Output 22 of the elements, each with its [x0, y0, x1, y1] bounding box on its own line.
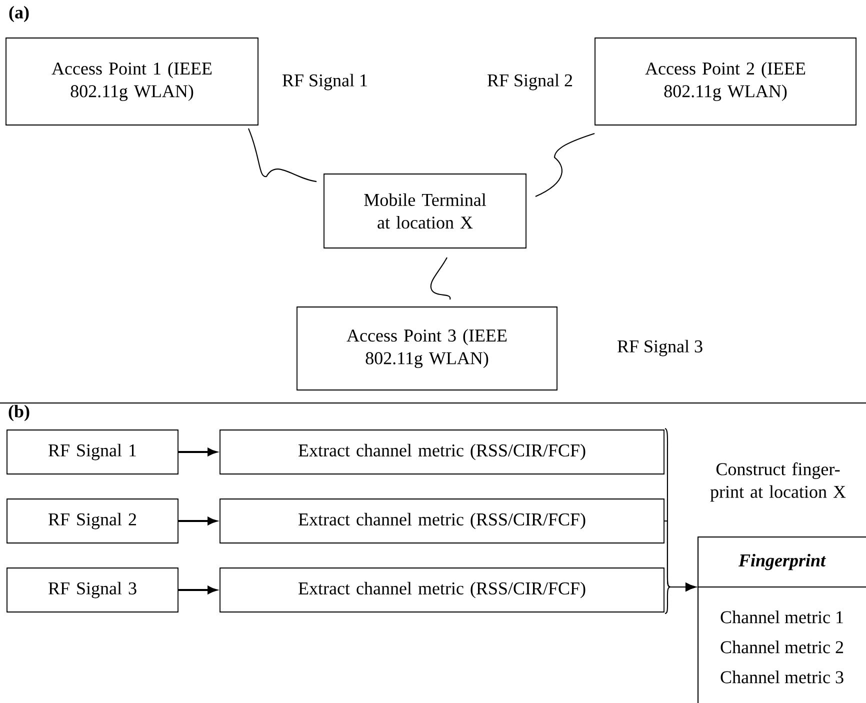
text-label: RF Signal 3: [618, 340, 702, 356]
process-box: RF Signal 2: [6, 498, 178, 544]
process-box: Extract channel metric (RSS/CIR/FCF): [220, 568, 664, 612]
process-box: Access Point 3 (IEEE 802.11g WLAN): [296, 306, 558, 390]
arrow: [178, 517, 217, 525]
process-box: Access Point 2 (IEEE 802.11g WLAN): [594, 38, 856, 126]
text-label: Construct finger- print at location X: [710, 462, 846, 502]
fingerprint-table: Fingerprint Channel metric 1 Channel metric 2 Channel metric 3: [697, 536, 866, 703]
arrow: [178, 448, 217, 456]
merge-brace: [664, 582, 696, 614]
text-label: RF Signal 2: [488, 74, 572, 90]
signal-squiggle: [535, 132, 595, 198]
process-box: Extract channel metric (RSS/CIR/FCF): [220, 498, 664, 544]
process-box: Access Point 1 (IEEE 802.11g WLAN): [6, 38, 258, 126]
text-label: RF Signal 1: [282, 74, 367, 90]
process-box: Mobile Terminal at location X: [324, 174, 526, 248]
process-box: RF Signal 1: [6, 430, 178, 474]
arrow: [178, 586, 217, 594]
process-box: RF Signal 3: [6, 568, 178, 612]
signal-squiggle: [248, 128, 317, 182]
process-box: Extract channel metric (RSS/CIR/FCF): [220, 430, 664, 474]
signal-squiggle: [430, 257, 451, 300]
